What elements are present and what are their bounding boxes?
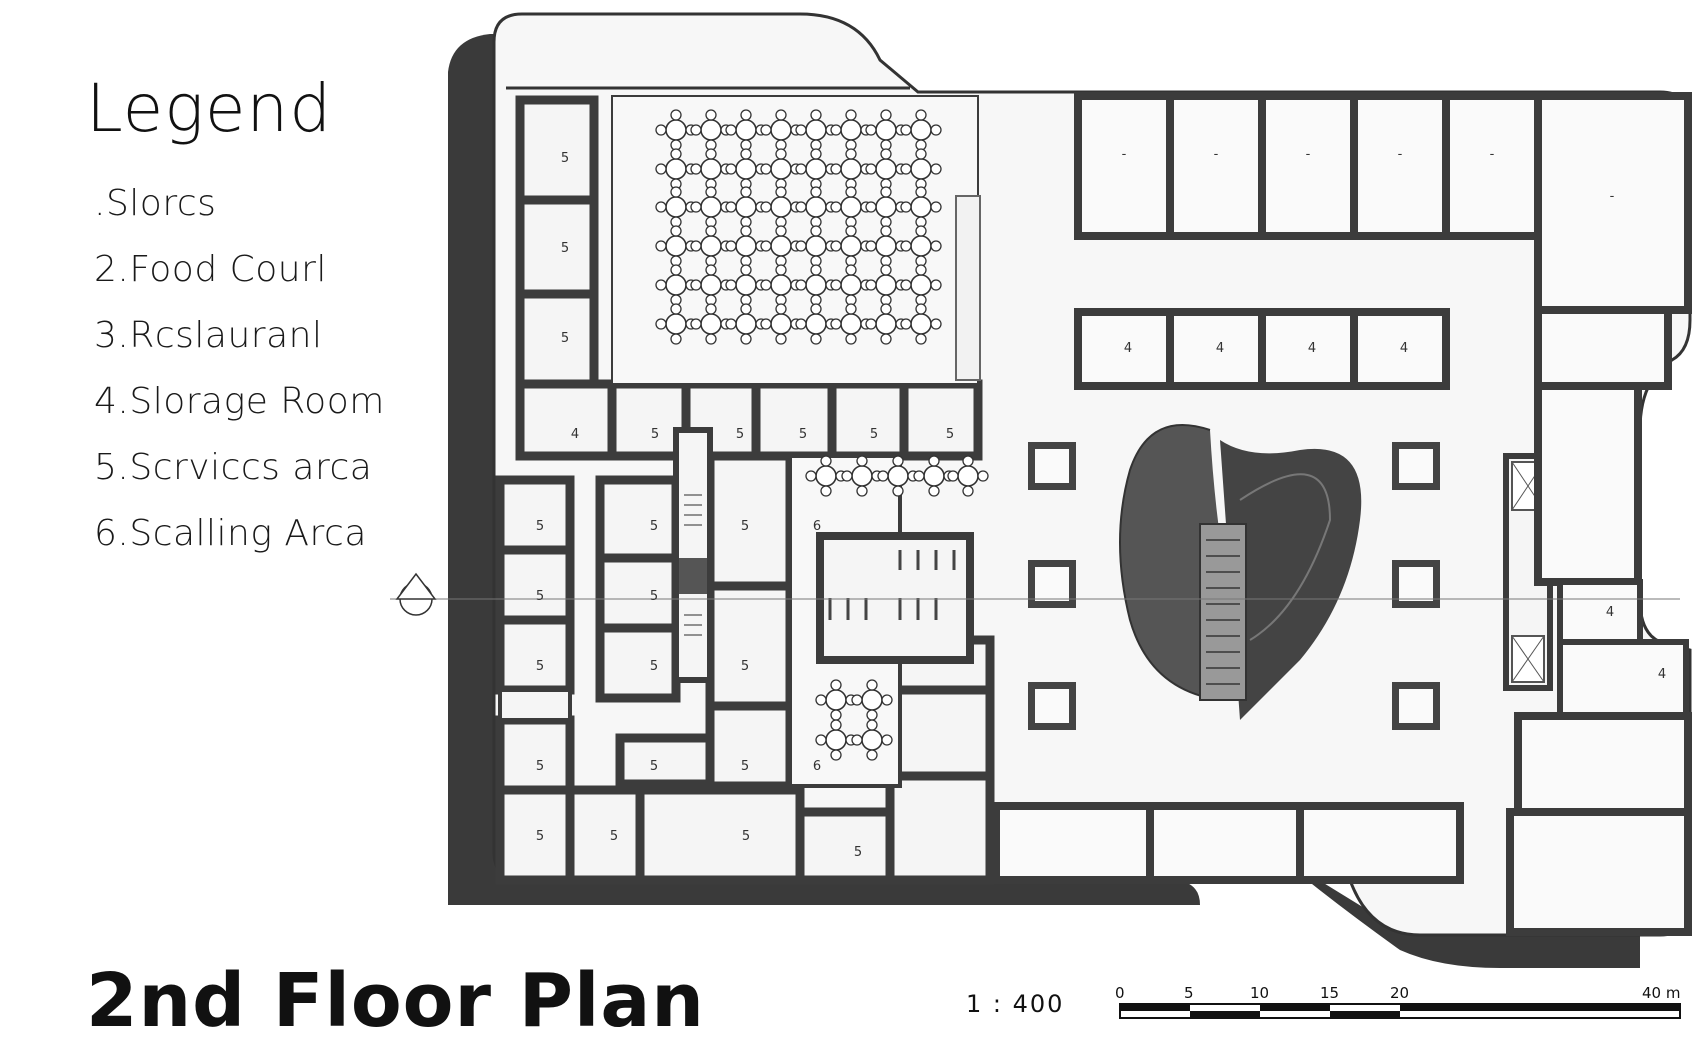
scale-tick: 15 [1320,984,1339,1002]
room-label-services: 5 [536,829,544,844]
plan-title: 2nd Floor Plan [86,958,705,1044]
room-label-storage: 4 [1658,667,1666,682]
room-label-services: 5 [736,427,744,442]
room-label-services: 5 [610,829,618,844]
room-label-services: 5 [870,427,878,442]
room-label-services: 5 [741,519,749,534]
scale-tick: 40 m [1642,984,1680,1002]
room-label-services: 5 [946,427,954,442]
scale-tick: 10 [1250,984,1269,1002]
scale-tick: 5 [1184,984,1194,1002]
scale-bar: 0 5 10 15 20 40 m [1115,984,1681,1019]
legend-list: .Slorcs 2.Food Courl 3.Rcslauranl 4.Slor… [94,182,385,578]
room-label-storage: 4 [1400,341,1408,356]
legend-item: 2.Food Courl [94,249,327,290]
room-label-store: - [1214,147,1219,162]
room-label-services: 5 [536,659,544,674]
room-label-storage: 4 [1124,341,1132,356]
atrium-void [1119,424,1362,720]
store-units [992,92,1692,936]
scale-tick: 0 [1115,984,1125,1002]
scale-ratio: 1 : 400 [966,990,1065,1018]
room-label-storage: 4 [571,427,579,442]
building-shadow [448,34,1640,968]
room-label-services: 5 [536,759,544,774]
room-label-store: - [1306,147,1311,162]
room-label-store: - [1122,147,1127,162]
legend-item: 4.Slorage Room [94,381,385,422]
room-label-services: 5 [854,845,862,860]
legend-item: 6.Scalling Arca [94,513,367,554]
room-label-services: 5 [799,427,807,442]
room-label-storage: 4 [1216,341,1224,356]
room-label-services: 5 [536,589,544,604]
section-axis [390,572,1680,616]
room-label-services: 5 [650,519,658,534]
room-label-store: - [1610,189,1615,204]
room-label-services: 5 [741,659,749,674]
room-label-services: 5 [741,759,749,774]
room-label-store: - [1398,147,1403,162]
room-label-services: 5 [561,331,569,346]
room-label-services: 5 [536,519,544,534]
room-labels: 5 5 5 4 5 5 5 5 5 5 5 5 5 5 5 5 5 5 5 5 … [536,147,1666,860]
legend-item: 5.Scrviccs arca [94,447,373,488]
room-label-seating: 6 [813,519,821,534]
scale-tick: 20 [1390,984,1409,1002]
restaurant-area [788,454,989,788]
room-label-services: 5 [651,427,659,442]
room-label-services: 5 [561,241,569,256]
room-label-store: - [1490,147,1495,162]
room-label-services: 5 [742,829,750,844]
room-label-services: 5 [650,759,658,774]
room-label-storage: 4 [1606,605,1614,620]
room-label-services: 5 [650,659,658,674]
legend-title: Legend [86,70,333,147]
room-label-services: 5 [650,589,658,604]
room-label-storage: 4 [1308,341,1316,356]
legend-item: 3.Rcslauranl [94,315,323,356]
legend-item: .Slorcs [94,183,217,224]
room-label-services: 5 [561,151,569,166]
room-label-seating: 6 [813,759,821,774]
